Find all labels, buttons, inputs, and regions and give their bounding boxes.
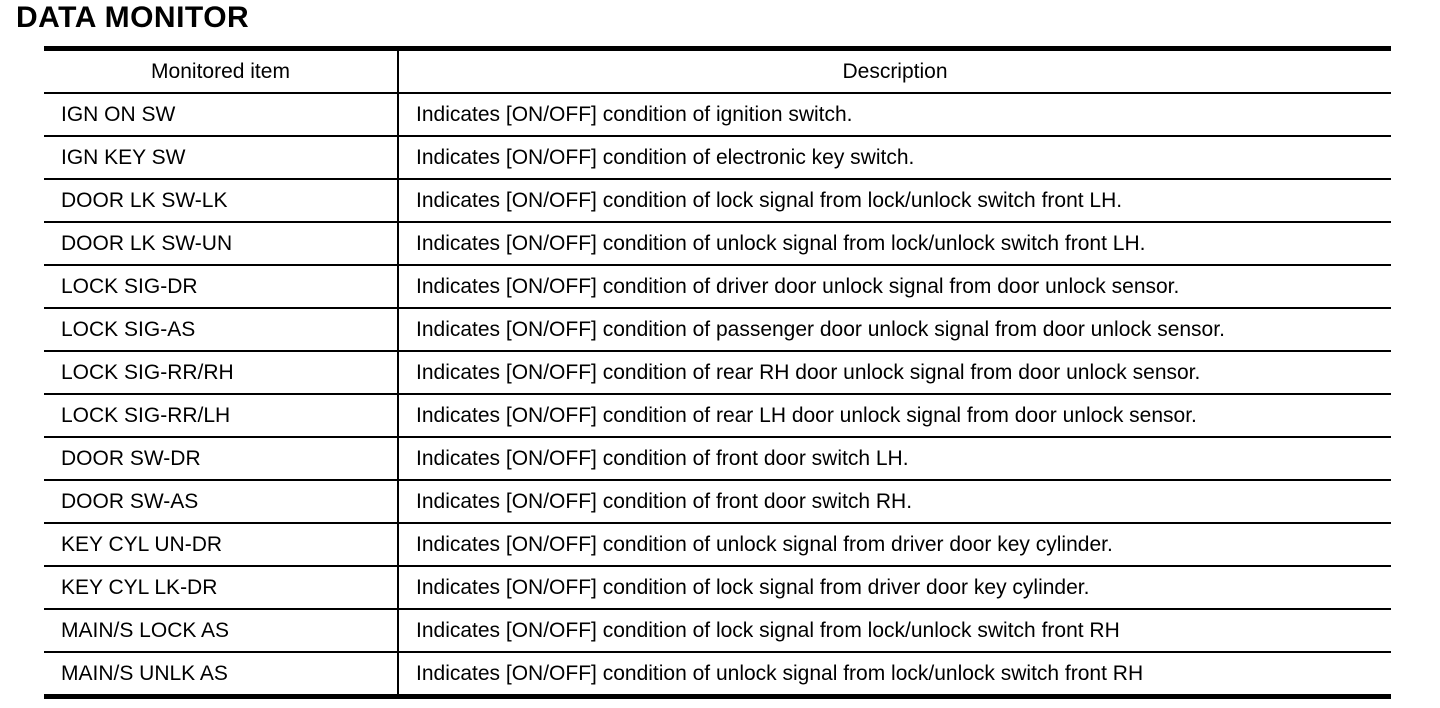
monitored-item-cell: KEY CYL LK-DR bbox=[44, 566, 399, 610]
description-cell: Indicates [ON/OFF] condition of unlock s… bbox=[398, 523, 1391, 567]
page-title: DATA MONITOR bbox=[16, 1, 250, 34]
description-cell: Indicates [ON/OFF] condition of front do… bbox=[398, 437, 1391, 481]
table-row: LOCK SIG-RR/RH Indicates [ON/OFF] condit… bbox=[44, 351, 1391, 395]
monitored-item-cell: MAIN/S UNLK AS bbox=[44, 652, 399, 698]
monitored-item-cell: IGN ON SW bbox=[44, 93, 399, 137]
table-row: DOOR SW-DR Indicates [ON/OFF] condition … bbox=[44, 437, 1391, 481]
monitored-item-cell: DOOR LK SW-LK bbox=[44, 179, 399, 223]
description-cell: Indicates [ON/OFF] condition of unlock s… bbox=[398, 222, 1391, 266]
data-monitor-table: Monitored item Description IGN ON SW Ind… bbox=[44, 46, 1391, 699]
monitored-item-cell: IGN KEY SW bbox=[44, 136, 399, 180]
monitored-item-cell: MAIN/S LOCK AS bbox=[44, 609, 399, 653]
column-header-description: Description bbox=[398, 48, 1391, 94]
table-row: KEY CYL UN-DR Indicates [ON/OFF] conditi… bbox=[44, 523, 1391, 567]
monitored-item-cell: KEY CYL UN-DR bbox=[44, 523, 399, 567]
table-row: IGN KEY SW Indicates [ON/OFF] condition … bbox=[44, 136, 1391, 180]
description-cell: Indicates [ON/OFF] condition of unlock s… bbox=[398, 652, 1391, 698]
description-cell: Indicates [ON/OFF] condition of electron… bbox=[398, 136, 1391, 180]
description-cell: Indicates [ON/OFF] condition of ignition… bbox=[398, 93, 1391, 137]
table-row: LOCK SIG-RR/LH Indicates [ON/OFF] condit… bbox=[44, 394, 1391, 438]
description-cell: Indicates [ON/OFF] condition of lock sig… bbox=[398, 179, 1391, 223]
table-row: DOOR LK SW-UN Indicates [ON/OFF] conditi… bbox=[44, 222, 1391, 266]
table-row: MAIN/S UNLK AS Indicates [ON/OFF] condit… bbox=[44, 652, 1391, 698]
description-cell: Indicates [ON/OFF] condition of lock sig… bbox=[398, 609, 1391, 653]
monitored-item-cell: LOCK SIG-RR/RH bbox=[44, 351, 399, 395]
description-cell: Indicates [ON/OFF] condition of rear LH … bbox=[398, 394, 1391, 438]
table-row: DOOR LK SW-LK Indicates [ON/OFF] conditi… bbox=[44, 179, 1391, 223]
monitored-item-cell: LOCK SIG-RR/LH bbox=[44, 394, 399, 438]
description-cell: Indicates [ON/OFF] condition of passenge… bbox=[398, 308, 1391, 352]
monitored-item-cell: DOOR SW-AS bbox=[44, 480, 399, 524]
description-cell: Indicates [ON/OFF] condition of lock sig… bbox=[398, 566, 1391, 610]
description-cell: Indicates [ON/OFF] condition of front do… bbox=[398, 480, 1391, 524]
description-cell: Indicates [ON/OFF] condition of driver d… bbox=[398, 265, 1391, 309]
monitored-item-cell: LOCK SIG-DR bbox=[44, 265, 399, 309]
monitored-item-cell: DOOR SW-DR bbox=[44, 437, 399, 481]
table-row: KEY CYL LK-DR Indicates [ON/OFF] conditi… bbox=[44, 566, 1391, 610]
monitored-item-cell: DOOR LK SW-UN bbox=[44, 222, 399, 266]
column-header-monitored-item: Monitored item bbox=[44, 48, 399, 94]
table-row: IGN ON SW Indicates [ON/OFF] condition o… bbox=[44, 93, 1391, 137]
table-row: MAIN/S LOCK AS Indicates [ON/OFF] condit… bbox=[44, 609, 1391, 653]
monitored-item-cell: LOCK SIG-AS bbox=[44, 308, 399, 352]
table-row: LOCK SIG-DR Indicates [ON/OFF] condition… bbox=[44, 265, 1391, 309]
table-row: LOCK SIG-AS Indicates [ON/OFF] condition… bbox=[44, 308, 1391, 352]
table-header-row: Monitored item Description bbox=[44, 48, 1391, 94]
table-row: DOOR SW-AS Indicates [ON/OFF] condition … bbox=[44, 480, 1391, 524]
description-cell: Indicates [ON/OFF] condition of rear RH … bbox=[398, 351, 1391, 395]
